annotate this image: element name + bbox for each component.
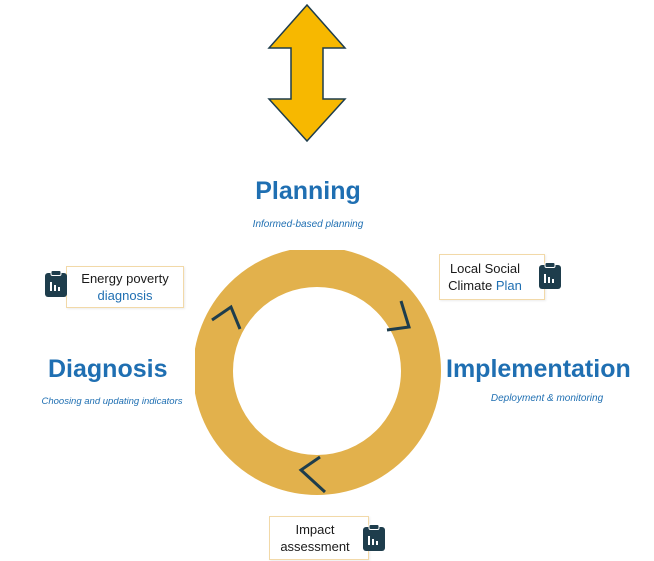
note-line: diagnosis	[97, 288, 153, 303]
double-arrow-icon	[267, 3, 347, 143]
note-line: Local Social	[449, 261, 521, 276]
note-line-part: Plan	[495, 278, 522, 293]
clipboard-chart-icon	[539, 262, 561, 289]
cycle-ring	[195, 250, 441, 495]
note-impact: Impact assessment	[269, 516, 369, 560]
note-line: Impact	[295, 522, 335, 537]
diagnosis-title: Diagnosis	[48, 355, 168, 383]
note-line: assessment	[280, 539, 350, 554]
note-energy-poverty: Energy poverty diagnosis	[66, 266, 184, 308]
note-line: Climate Plan	[440, 277, 544, 294]
clipboard-chart-icon	[363, 524, 385, 551]
chevron-left-icon	[211, 304, 242, 330]
note-line-part: Climate	[448, 278, 496, 293]
implementation-title: Implementation	[446, 355, 631, 383]
chevron-bottom-icon	[298, 455, 327, 494]
note-line: Energy poverty	[81, 271, 169, 286]
chevron-right-icon	[386, 300, 411, 332]
clipboard-chart-icon	[45, 270, 67, 297]
planning-subtitle: Informed-based planning	[252, 219, 364, 230]
note-local-plan: Local Social Climate Plan	[439, 254, 545, 300]
diagnosis-subtitle: Choosing and updating indicators	[41, 396, 183, 407]
planning-title: Planning	[255, 177, 361, 205]
implementation-subtitle: Deployment & monitoring	[490, 393, 604, 404]
